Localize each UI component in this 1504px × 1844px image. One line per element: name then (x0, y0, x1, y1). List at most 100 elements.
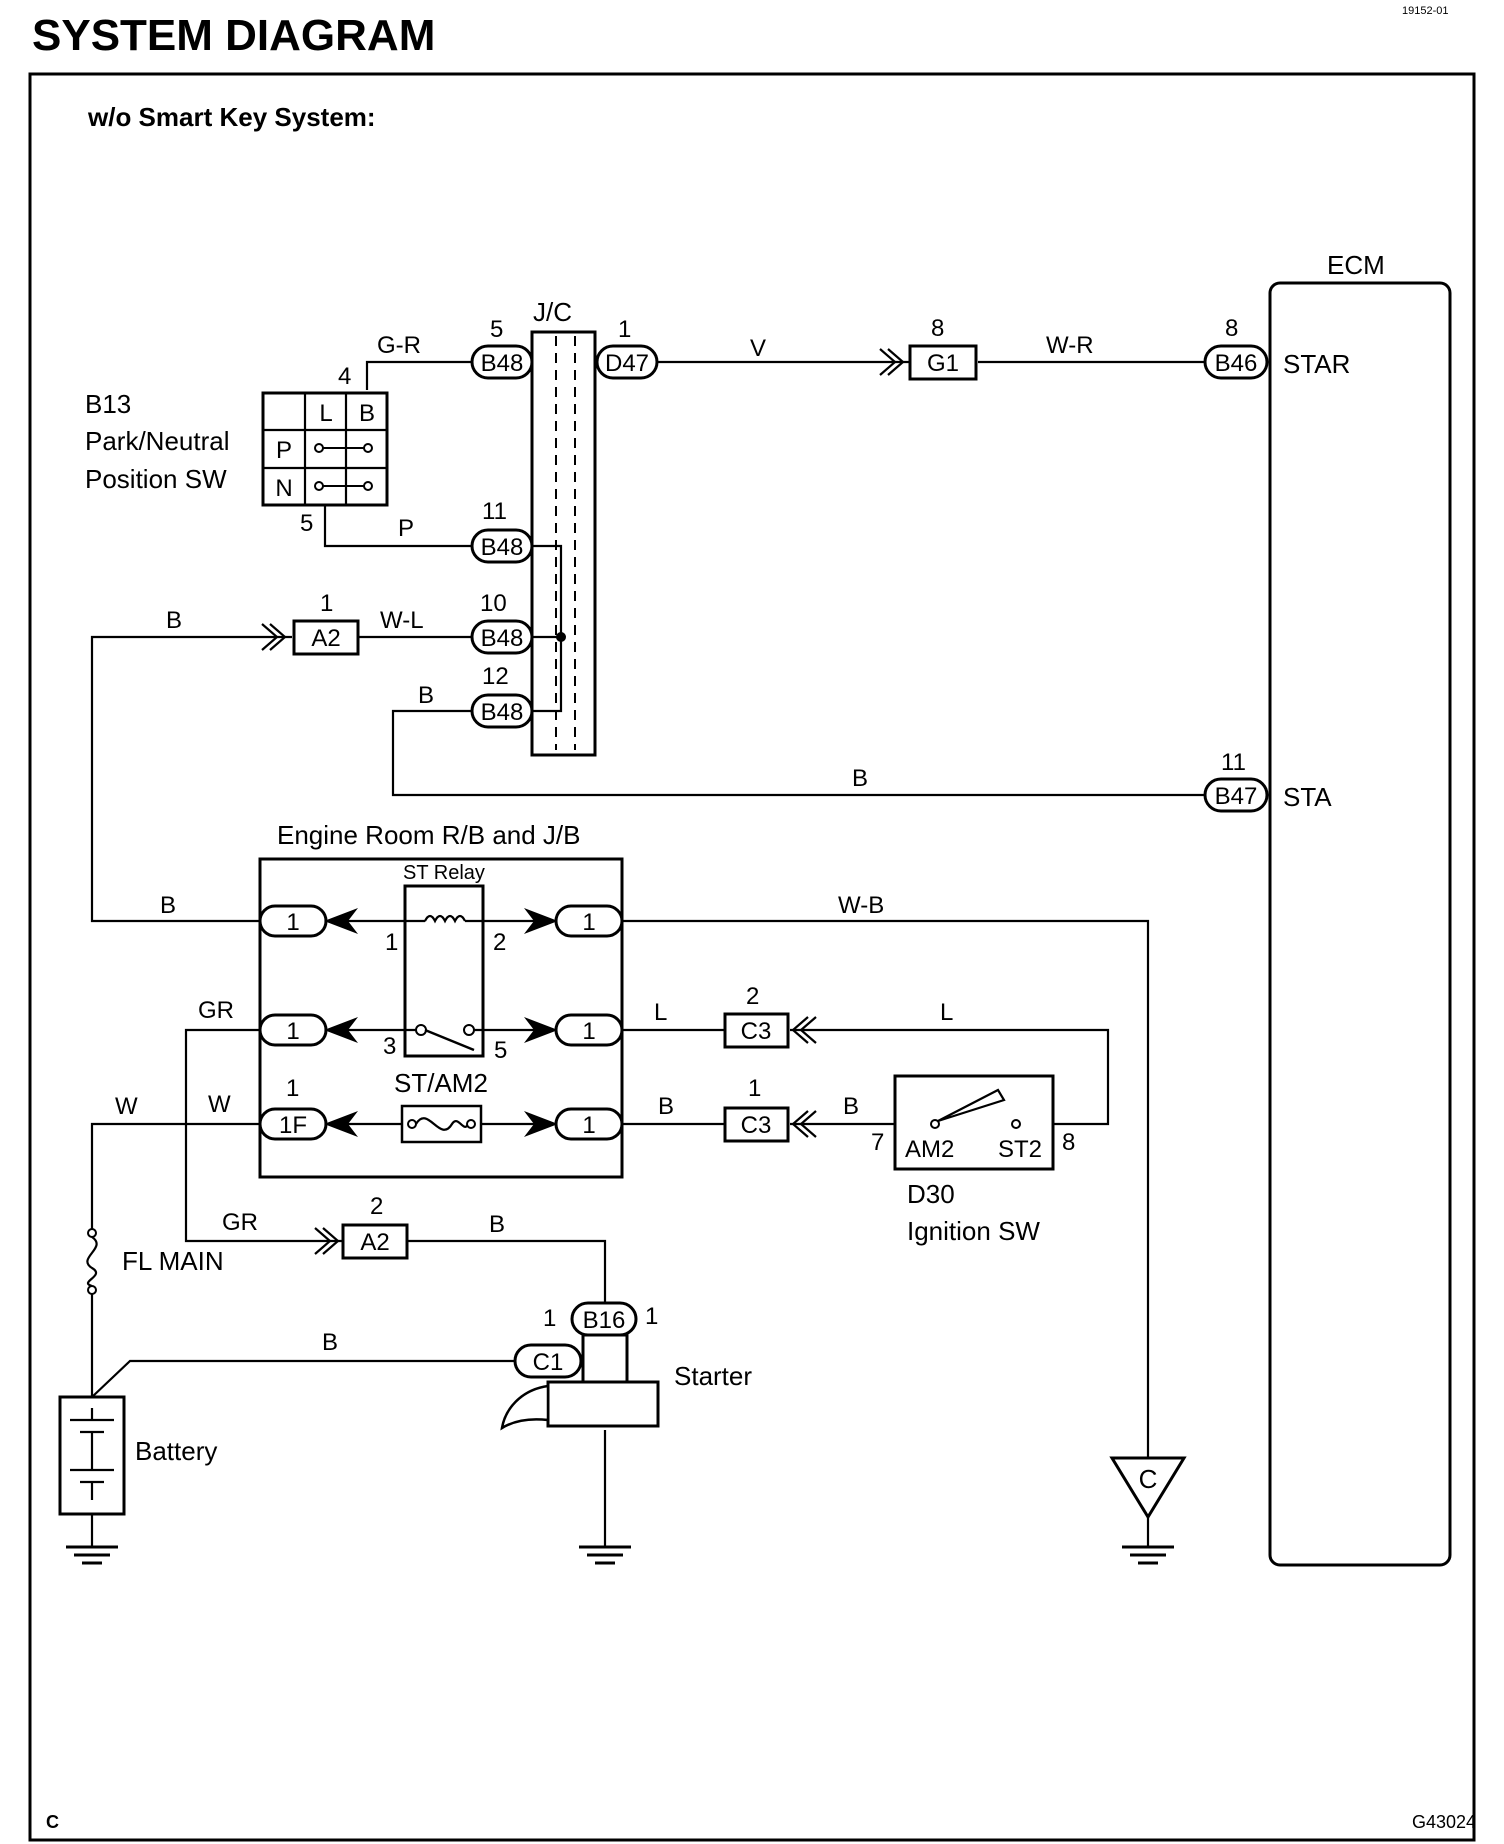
jc-pin11: 11 (482, 498, 507, 525)
b13-col-b: B (359, 400, 375, 427)
ecm-sta-label: STA (1283, 782, 1332, 812)
ecm-box (1268, 281, 1452, 1567)
ecm-star-pin: 8 (1225, 315, 1238, 342)
park-neutral-switch: B13 Park/Neutral Position SW 4 5 L B P N (85, 363, 389, 537)
c3-connectors: 2 C3 1 C3 (723, 983, 817, 1143)
wire-labels: G-R V W-R P B W-L B B B W-B GR L L W W B… (115, 332, 1094, 1356)
c3-top-arrow-icon-2 (799, 1016, 817, 1044)
ignition-pin7: 7 (871, 1129, 884, 1156)
wire-label-gr-top: GR (198, 997, 234, 1024)
a2-bottom-label: A2 (360, 1229, 389, 1256)
b47-label: B47 (1215, 783, 1258, 810)
a2-bottom-arrow-icon (314, 1227, 332, 1255)
engine-room-junction-block: Engine Room R/B and J/B ST Relay 1 2 3 5… (258, 820, 624, 1179)
b48-label-5: B48 (481, 350, 524, 377)
a2-top-pin: 1 (320, 590, 333, 617)
b48-label-10: B48 (481, 625, 524, 652)
terminal-right-3-label: 1 (582, 1112, 595, 1139)
b13-pin5: 5 (300, 510, 313, 537)
a2-top-label: A2 (311, 625, 340, 652)
engine-room-label: Engine Room R/B and J/B (277, 820, 581, 850)
c3-bottom-box (723, 1106, 790, 1143)
a2-bottom-pin: 2 (370, 1193, 383, 1220)
b16-label: B16 (583, 1307, 626, 1334)
wire-label-w-r: W-R (1046, 332, 1094, 359)
ecm-sta-pin: 11 (1221, 749, 1246, 776)
wiring (90, 360, 1205, 1547)
diagram-frame (28, 72, 1476, 1842)
relay-pin1: 1 (385, 929, 398, 956)
c3-top-arrow-icon (791, 1016, 809, 1044)
a2-top-arrow-icon (261, 623, 279, 651)
ignition-id: D30 (907, 1179, 955, 1209)
terminal-right-2 (554, 1013, 624, 1047)
page-title: SYSTEM DIAGRAM (32, 11, 435, 60)
b48-label-11: B48 (481, 534, 524, 561)
wire-label-w-b: W-B (838, 892, 884, 919)
terminal-right-3-arrow-icon (524, 1111, 558, 1137)
ground-icon-c (1122, 1545, 1174, 1565)
g1-label: G1 (927, 350, 959, 377)
starter-label: Starter (674, 1361, 752, 1391)
wire-label-v: V (750, 335, 766, 362)
g1-connector: 8 G1 (879, 315, 978, 381)
wire-label-b-top: B (166, 607, 182, 634)
c3-bottom-arrow-icon (791, 1110, 809, 1138)
st-relay-switch-arm (424, 1028, 475, 1052)
starter-pinion-icon (500, 1384, 550, 1431)
ground-icon-starter (579, 1545, 631, 1565)
ecm-label: ECM (1327, 250, 1385, 280)
a2-connector-bottom: 2 A2 (314, 1193, 409, 1260)
ignition-switch: AM2 ST2 7 8 D30 Ignition SW (871, 1074, 1075, 1246)
wire-label-b-starter: B (489, 1211, 505, 1238)
a2-connector-top: 1 A2 (261, 590, 360, 656)
terminal-right-2-arrow-icon (524, 1017, 558, 1043)
fuse-icon (415, 1117, 470, 1131)
wire-label-b-fuse: B (658, 1093, 674, 1120)
wire-label-b-ignition: B (843, 1093, 859, 1120)
jc-pin1: 1 (618, 316, 631, 343)
b13-continuity-p (314, 443, 373, 453)
b13-row-n: N (275, 475, 292, 502)
relay-pin5: 5 (494, 1037, 507, 1064)
c3-bottom-pin: 1 (748, 1075, 761, 1102)
d47-label: D47 (605, 350, 649, 377)
terminal-left-1-arrow-icon (324, 908, 358, 934)
terminal-right-2-label: 1 (582, 1018, 595, 1045)
b46-label: B46 (1215, 350, 1258, 377)
jc-pin12: 12 (482, 663, 509, 690)
c3-top-box (723, 1012, 790, 1049)
b13-id: B13 (85, 389, 131, 419)
wire-label-b-jc12: B (418, 682, 434, 709)
a2-bottom-arrow-icon-2 (322, 1227, 340, 1255)
st-relay-label: ST Relay (403, 862, 485, 884)
wire-label-l-left: L (654, 999, 667, 1026)
ignition-switch-lever-icon (937, 1088, 1006, 1123)
wire-label-b-sta: B (852, 765, 868, 792)
terminal-right-1-arrow-icon (524, 908, 558, 934)
b48-connector-11 (470, 528, 534, 564)
terminal-left-2-arrow-icon (324, 1017, 358, 1043)
st-relay-contact-right (463, 1024, 475, 1036)
a2-top-box (292, 619, 360, 656)
fuse-contact-left (407, 1119, 417, 1129)
fuse-pin1: 1 (286, 1075, 299, 1102)
terminal-left-2-label: 1 (286, 1018, 299, 1045)
diagram-subtitle: w/o Smart Key System: (87, 102, 376, 132)
wire-label-w-l: W-L (380, 607, 424, 634)
ignition-st2-contact (1011, 1119, 1021, 1129)
b13-name-line1: Park/Neutral (85, 426, 230, 456)
ignition-name: Ignition SW (907, 1216, 1040, 1246)
b16-connector (570, 1301, 638, 1337)
ignition-am2-label: AM2 (905, 1136, 954, 1163)
st-relay-coil-icon (338, 914, 542, 924)
starter-b16-pin-right: 1 (645, 1303, 658, 1330)
starter: 1 B16 1 C1 Starter (500, 1301, 752, 1431)
footer-right: G43024 (1412, 1812, 1476, 1832)
battery-cells-icon (70, 1408, 114, 1500)
g1-pin: 8 (931, 315, 944, 342)
terminal-right-3 (554, 1107, 624, 1141)
b48-connector-12 (470, 693, 534, 729)
fl-main-fusible-link: FL MAIN (86, 1228, 224, 1295)
